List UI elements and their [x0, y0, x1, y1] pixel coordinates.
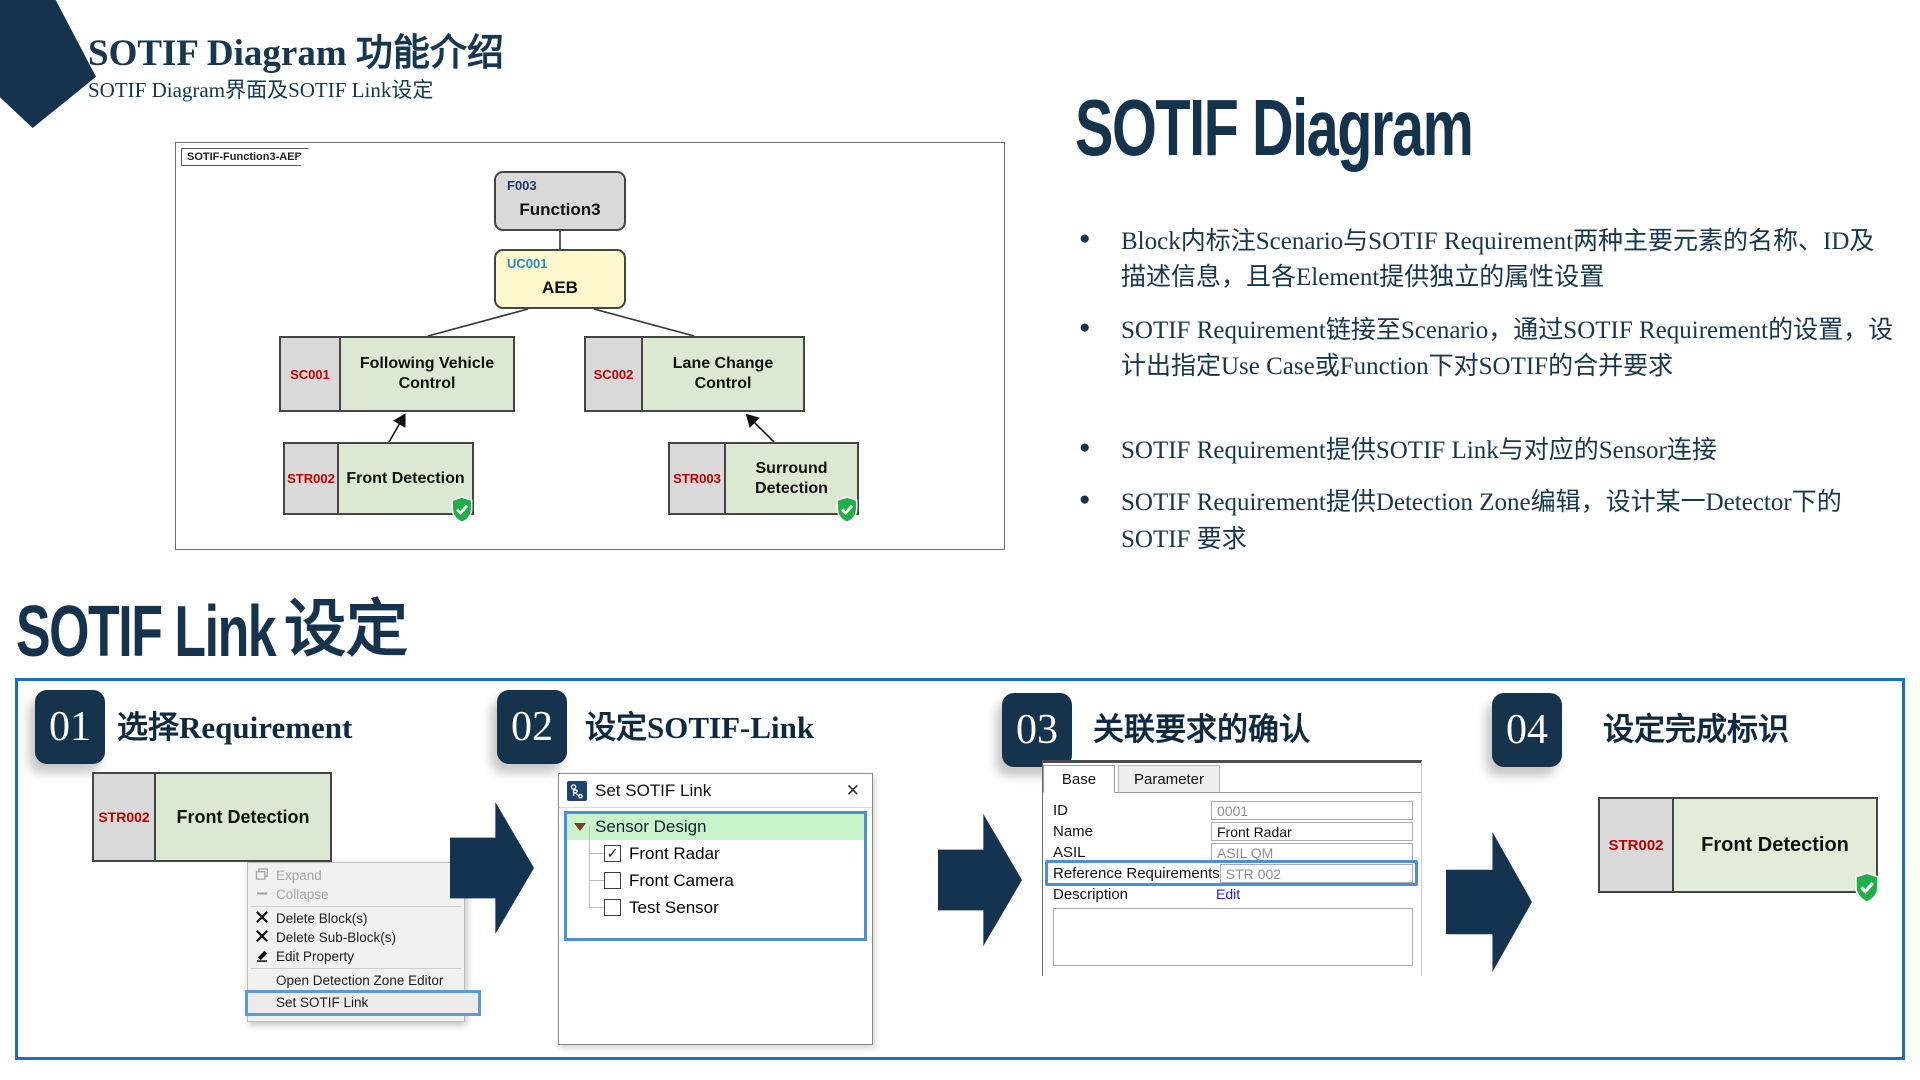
requirement-block-id: STR002 — [285, 444, 339, 513]
field-row-description: Description Edit — [1053, 884, 1413, 905]
tree-item-front-camera[interactable]: Front Camera — [589, 853, 864, 894]
menu-separator — [251, 906, 461, 907]
usecase-block-id: UC001 — [507, 256, 548, 271]
scenario-block-sc002[interactable]: SC002 Lane Change Control — [584, 336, 805, 412]
menu-item-delete-blocks[interactable]: Delete Block(s) — [248, 909, 464, 928]
blank-icon — [255, 973, 276, 988]
blank-icon — [255, 995, 276, 1010]
requirement-block-id: STR002 — [1600, 799, 1674, 891]
bullet-item: SOTIF Requirement提供SOTIF Link与对应的Sensor连… — [1075, 433, 1895, 469]
step-title-04: 设定完成标识 — [1603, 712, 1789, 747]
bullet-item: Block内标注Scenario与SOTIF Requirement两种主要元素… — [1075, 224, 1895, 297]
tree-root-sensor-design[interactable]: Sensor Design — [567, 814, 864, 840]
requirement-block-str003[interactable]: STR003 Surround Detection — [668, 442, 859, 524]
menu-item-expand[interactable]: Expand — [248, 866, 464, 885]
step-title-03: 关联要求的确认 — [1093, 712, 1310, 747]
delete-icon — [255, 911, 276, 926]
field-row-id: ID 0001 — [1053, 800, 1413, 821]
section-heading-sotif-diagram: SOTIF Diagram — [1075, 83, 1474, 172]
sotif-link-app-icon — [567, 780, 587, 801]
set-sotif-link-dialog: Set SOTIF Link ✕ Sensor Design ✓ Front R… — [558, 773, 873, 1045]
tree-collapse-arrow-icon[interactable] — [574, 823, 586, 831]
menu-item-open-detection-zone-editor[interactable]: Open Detection Zone Editor — [248, 971, 464, 990]
page-title: SOTIF Diagram 功能介绍 — [88, 33, 504, 74]
description-edit-link[interactable]: Edit — [1211, 885, 1413, 904]
requirement-block-name: Surround Detection — [755, 459, 828, 497]
delete-icon — [255, 930, 276, 945]
reference-requirements-field[interactable]: STR 002 — [1219, 864, 1413, 883]
function-block-name: Function3 — [519, 200, 601, 219]
context-menu: Expand Collapse Delete Block(s) Delete S… — [245, 862, 481, 1022]
function-block[interactable]: F003 Function3 — [494, 171, 626, 231]
checkbox-front-camera[interactable] — [604, 872, 621, 889]
scenario-block-id: SC001 — [281, 338, 341, 410]
corner-decoration — [0, 0, 96, 128]
tab-parameter[interactable]: Parameter — [1118, 765, 1220, 792]
check-shield-icon — [836, 496, 858, 524]
scenario-block-name: Lane Change Control — [672, 355, 774, 392]
description-textarea[interactable] — [1053, 908, 1413, 966]
close-icon[interactable]: ✕ — [845, 780, 860, 800]
usecase-block[interactable]: UC001 AEB — [494, 249, 626, 309]
collapse-icon — [255, 887, 276, 902]
menu-item-collapse[interactable]: Collapse — [248, 885, 464, 904]
property-panel: Base Parameter ID 0001 Name Front Radar … — [1042, 760, 1422, 976]
check-shield-icon — [451, 496, 473, 524]
page-subtitle: SOTIF Diagram界面及SOTIF Link设定 — [88, 78, 434, 102]
diagram-edges — [388, 231, 775, 443]
menu-item-delete-sub-blocks[interactable]: Delete Sub-Block(s) — [248, 928, 464, 947]
id-field[interactable]: 0001 — [1211, 801, 1413, 820]
requirement-block-id: STR002 — [94, 774, 156, 860]
property-fields: ID 0001 Name Front Radar ASIL ASIL QM Re… — [1043, 793, 1421, 905]
step-title-02: 设定SOTIF-Link — [585, 710, 815, 745]
bullet-item: SOTIF Requirement链接至Scenario，通过SOTIF Req… — [1075, 313, 1895, 386]
usecase-block-name: AEB — [542, 278, 578, 297]
step1-requirement-block[interactable]: STR002 Front Detection — [92, 772, 332, 862]
requirement-block-name: Front Detection — [176, 806, 310, 827]
tree-item-front-radar[interactable]: ✓ Front Radar — [589, 826, 864, 867]
function-block-id: F003 — [507, 178, 537, 193]
requirement-block-str002[interactable]: STR002 Front Detection — [283, 442, 474, 524]
diagram-tab-label: SOTIF-Function3-AEB — [181, 148, 309, 166]
menu-item-set-sotif-link[interactable]: Set SOTIF Link — [245, 990, 481, 1016]
property-tabs: Base Parameter — [1043, 765, 1421, 793]
requirement-block-name: Front Detection — [1674, 799, 1876, 891]
field-row-asil: ASIL ASIL QM — [1053, 842, 1413, 863]
sotif-diagram-canvas: SOTIF-Function3-AEB F003 Function3 UC001… — [175, 142, 1005, 550]
pencil-icon — [255, 949, 276, 964]
scenario-block-name: Following Vehicle Control — [359, 355, 495, 392]
step4-requirement-block[interactable]: STR002 Front Detection — [1598, 797, 1879, 904]
dialog-title: Set SOTIF Link — [595, 780, 712, 800]
requirement-block-id: STR003 — [670, 444, 726, 513]
scenario-block-sc001[interactable]: SC001 Following Vehicle Control — [279, 336, 515, 412]
menu-separator — [251, 968, 461, 969]
menu-item-edit-property[interactable]: Edit Property — [248, 947, 464, 966]
step-badge-02: 02 — [497, 690, 567, 764]
step-badge-04: 04 — [1492, 693, 1562, 767]
field-row-name: Name Front Radar — [1053, 821, 1413, 842]
sensor-tree: Sensor Design ✓ Front Radar Front Camera… — [564, 811, 867, 941]
name-field[interactable]: Front Radar — [1211, 822, 1413, 841]
bullet-item: SOTIF Requirement提供Detection Zone编辑，设计某一… — [1075, 485, 1895, 558]
tree-item-test-sensor[interactable]: Test Sensor — [589, 880, 864, 921]
field-row-reference-requirements: Reference Requirements STR 002 — [1053, 863, 1413, 884]
menu-selection-highlight — [245, 990, 481, 1016]
tab-base[interactable]: Base — [1043, 765, 1115, 793]
requirement-block-name: Front Detection — [346, 469, 465, 487]
checkbox-test-sensor[interactable] — [604, 899, 621, 916]
dialog-titlebar: Set SOTIF Link ✕ — [559, 774, 872, 808]
checkbox-front-radar[interactable]: ✓ — [604, 845, 621, 862]
expand-icon — [255, 868, 276, 883]
feature-bullet-list: Block内标注Scenario与SOTIF Requirement两种主要元素… — [1075, 224, 1895, 574]
check-shield-icon — [1855, 872, 1879, 904]
step-badge-03: 03 — [1002, 693, 1072, 767]
asil-field[interactable]: ASIL QM — [1211, 843, 1413, 862]
step-badge-01: 01 — [35, 690, 105, 764]
scenario-block-id: SC002 — [586, 338, 643, 410]
step-title-01: 选择Requirement — [117, 710, 353, 745]
